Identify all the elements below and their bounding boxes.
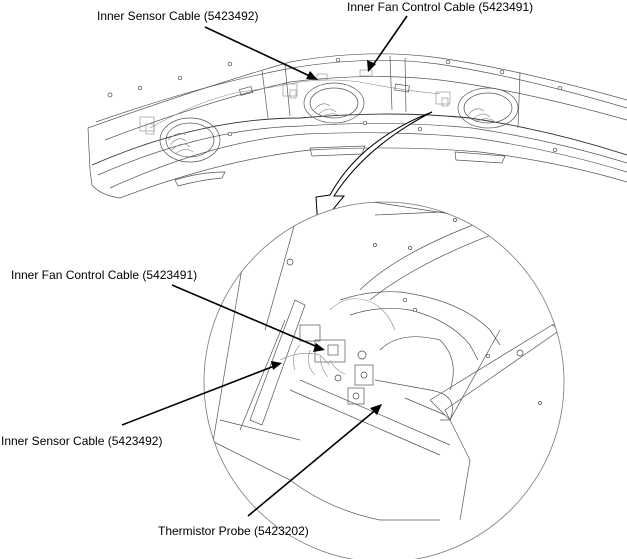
leader-detail-inner-fan	[171, 284, 321, 349]
fan-middle	[303, 82, 365, 124]
arrowhead-detail-inner-fan	[313, 343, 325, 352]
leader-top-inner-sensor	[204, 26, 315, 79]
callout-detail-inner-sensor-cable: Inner Sensor Cable (5423492)	[1, 434, 163, 448]
arrowhead-top-inner-sensor	[306, 71, 318, 80]
arrowhead-top-inner-fan	[367, 60, 376, 72]
detail-view	[203, 201, 565, 559]
leader-lines	[121, 15, 408, 517]
arrowhead-detail-thermistor	[370, 404, 382, 415]
callout-top-inner-fan-control-cable: Inner Fan Control Cable (5423491)	[347, 0, 534, 14]
fan-tray-assembly	[87, 53, 627, 199]
callout-detail-inner-fan-control-cable: Inner Fan Control Cable (5423491)	[11, 268, 198, 282]
leader-detail-inner-sensor	[121, 364, 278, 426]
arrowhead-detail-inner-sensor	[271, 361, 282, 370]
fan-right	[457, 87, 519, 129]
callout-top-inner-sensor-cable: Inner Sensor Cable (5423492)	[97, 9, 259, 23]
leader-top-inner-fan	[370, 15, 408, 69]
callout-detail-thermistor-probe: Thermistor Probe (5423202)	[158, 524, 309, 538]
leader-detail-thermistor	[247, 407, 379, 517]
fan-left	[159, 117, 221, 163]
